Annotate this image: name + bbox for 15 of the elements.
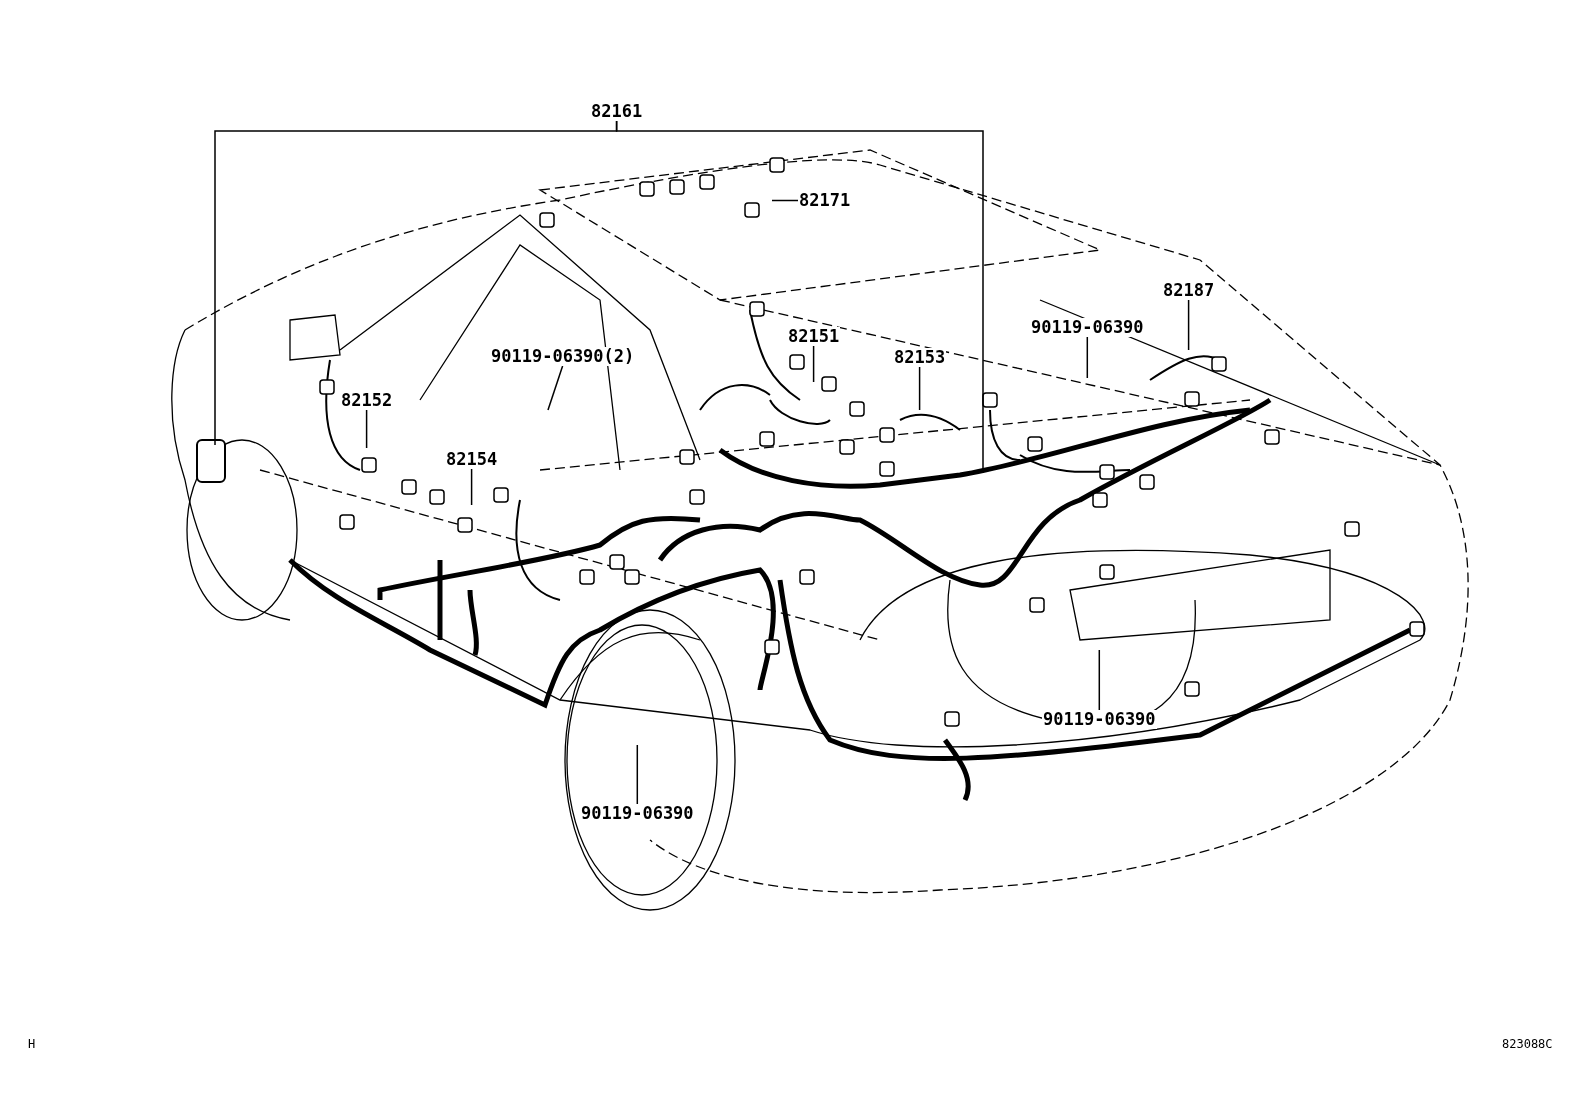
drawing-code: H bbox=[28, 1037, 36, 1051]
leader-line bbox=[918, 366, 921, 411]
leader-line bbox=[470, 468, 473, 506]
part-number: 90119-06390 bbox=[1030, 318, 1145, 337]
drawing-code: 823088C bbox=[1502, 1037, 1553, 1051]
leader-line bbox=[636, 744, 639, 805]
leader-line bbox=[1098, 649, 1101, 711]
leader-line bbox=[365, 409, 368, 449]
leader-line bbox=[771, 199, 799, 202]
leader-line bbox=[547, 365, 564, 411]
part-number: 90119-06390 bbox=[1042, 710, 1157, 729]
leader-line bbox=[1187, 299, 1190, 351]
leader-line bbox=[615, 120, 984, 471]
leader-line bbox=[812, 345, 815, 383]
leader-line bbox=[1086, 336, 1089, 379]
